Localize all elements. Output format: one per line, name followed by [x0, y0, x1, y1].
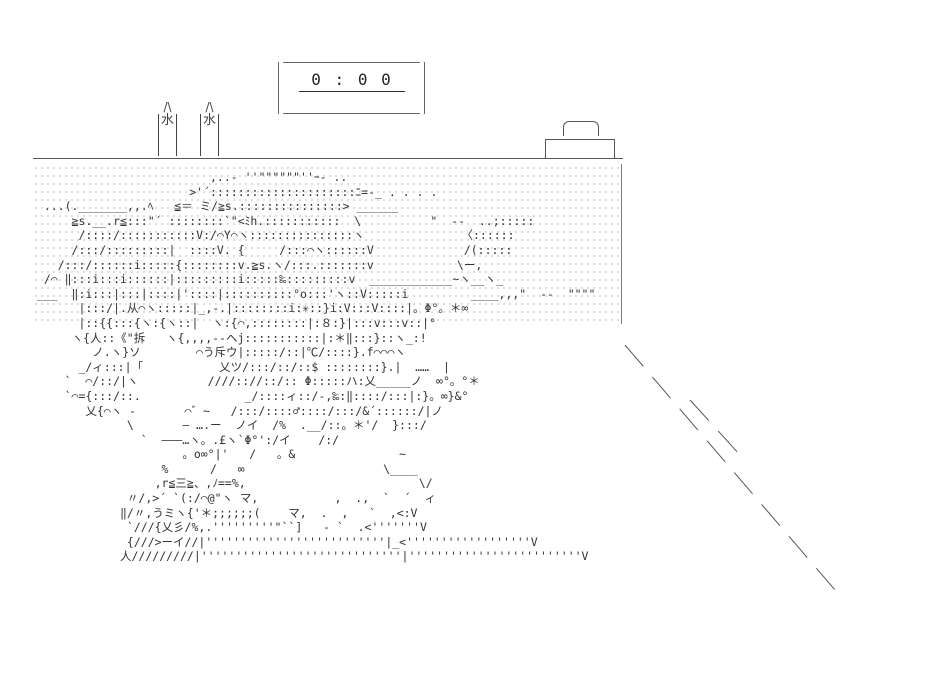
art-line: _/ィ:::|「 乂ツ/:::/::/::$ ::::::::}.| …… | — [30, 359, 450, 374]
art-line: /::::/:::::::::::V:/⌒Y⌒ヽ:::::::::::::::ヽ… — [30, 228, 515, 243]
art-line: /:::/::::::i:::::{::::::::v.≧s.ヽ/:::.:::… — [30, 257, 483, 272]
bottle-right: /\ 水 — [200, 100, 220, 156]
bottle-label: 水 — [200, 114, 220, 156]
wall-clock: 0 : 0 0 — [278, 62, 425, 114]
art-line: `///{乂彡/%,.'''''''''"``] - ` .<'''''''V — [30, 520, 427, 535]
art-line: /:::/:::::::::| ::::V. { /:::⌒ヽ::::::V /… — [30, 242, 513, 257]
jar-base — [545, 139, 615, 158]
bottle-label: 水 — [158, 114, 178, 156]
bottle-neck: /\ — [205, 100, 214, 114]
clock-display: 0 : 0 0 — [299, 70, 405, 92]
jar — [545, 115, 615, 159]
art-line: ‖/〃,うミヽ{'＊;;;;;;( マ, . , ` ,<:V — [30, 505, 418, 520]
shelf-top-edge — [33, 158, 623, 159]
light-beam-line — [624, 344, 836, 591]
art-line: ,..- ''""""""''ｰ- .. — [30, 170, 348, 184]
art-line: 人/////////|'''''''''''''''''''''''''''''… — [30, 549, 589, 564]
art-line: ,r≦三≧、,ﾉ==%, \/ — [30, 476, 433, 491]
light-beam-line — [689, 399, 741, 456]
art-line: 。o∞°|' / 。& ~ — [30, 447, 407, 462]
ascii-character-art: ,..- ''""""""''ｰ- .. >'´::::::::::::::::… — [30, 170, 595, 564]
bottle-left: /\ 水 — [158, 100, 178, 156]
art-line: {///>ーイ//|''''''''''''''''''''''''''|_<'… — [30, 534, 538, 549]
jar-lid — [563, 121, 599, 136]
light-beam-lines — [624, 344, 836, 591]
art-line: 乂{⌒ヽ - ⌒゛~ /:::/::::♂::::/:::/&´::::::/|… — [30, 403, 443, 418]
art-line: |:::/|.从⌒ヽ:::::|_,-.|::::::::i:✳::}i:V::… — [30, 301, 469, 316]
art-line: ヽ{人::《"拆 ヽ{,,,,--ヘj:::::::::::|:＊‖:::}::… — [30, 330, 427, 345]
art-line: ...(._______,,.ﾍ ≦＝ ミ/≧s.:::::::::::::::… — [30, 199, 399, 214]
art-line: ` ⌒/::/|ヽ ////:://::/:: Φ:::::ハ:乂_____ノ … — [30, 374, 480, 389]
art-line: >'´:::::::::::::::::::::ﾆ=-_ . . . . — [30, 184, 438, 199]
art-line: ≧s.__.r≦:::"´ ::::::::`"<ﾐh.::::::::::: … — [30, 213, 535, 228]
art-line: |::{{:::{ヽ:{ヽ::| ヽ:{⌒,::::::::|:８:}|:::v… — [30, 315, 437, 330]
art-line: \ ― ….ー ノイ /% .__/::。＊'/ }:::/ — [30, 418, 427, 433]
art-line: ___ ‖:i:::|:::|::::|'::::|::::::::::°o::… — [30, 286, 596, 301]
art-line: `⌒={:::/::. _/::::ィ::/-,‰:‖::::/:::|:}。∞… — [30, 388, 469, 403]
art-line: 〃/,>´ `(:/⌒@"ヽ マ, , ., ` ´ ィ — [30, 491, 437, 506]
art-line: ` ―――…ヽ。.£ヽ`Φ°':/イ /:/ — [30, 432, 340, 447]
shelf-dotted-face — [33, 164, 622, 324]
art-line: /⌒ ‖:::i:::i::::::|:::::::::i:::::‰:::::… — [30, 272, 504, 287]
art-line: ノ.ヽ}ソ ⌒う斥ウ|:::::/::|℃/::::}.f⌒⌒⌒ヽ — [30, 345, 406, 360]
art-line: % / ∞ \____ — [30, 461, 418, 476]
bottle-neck: /\ — [163, 100, 172, 114]
